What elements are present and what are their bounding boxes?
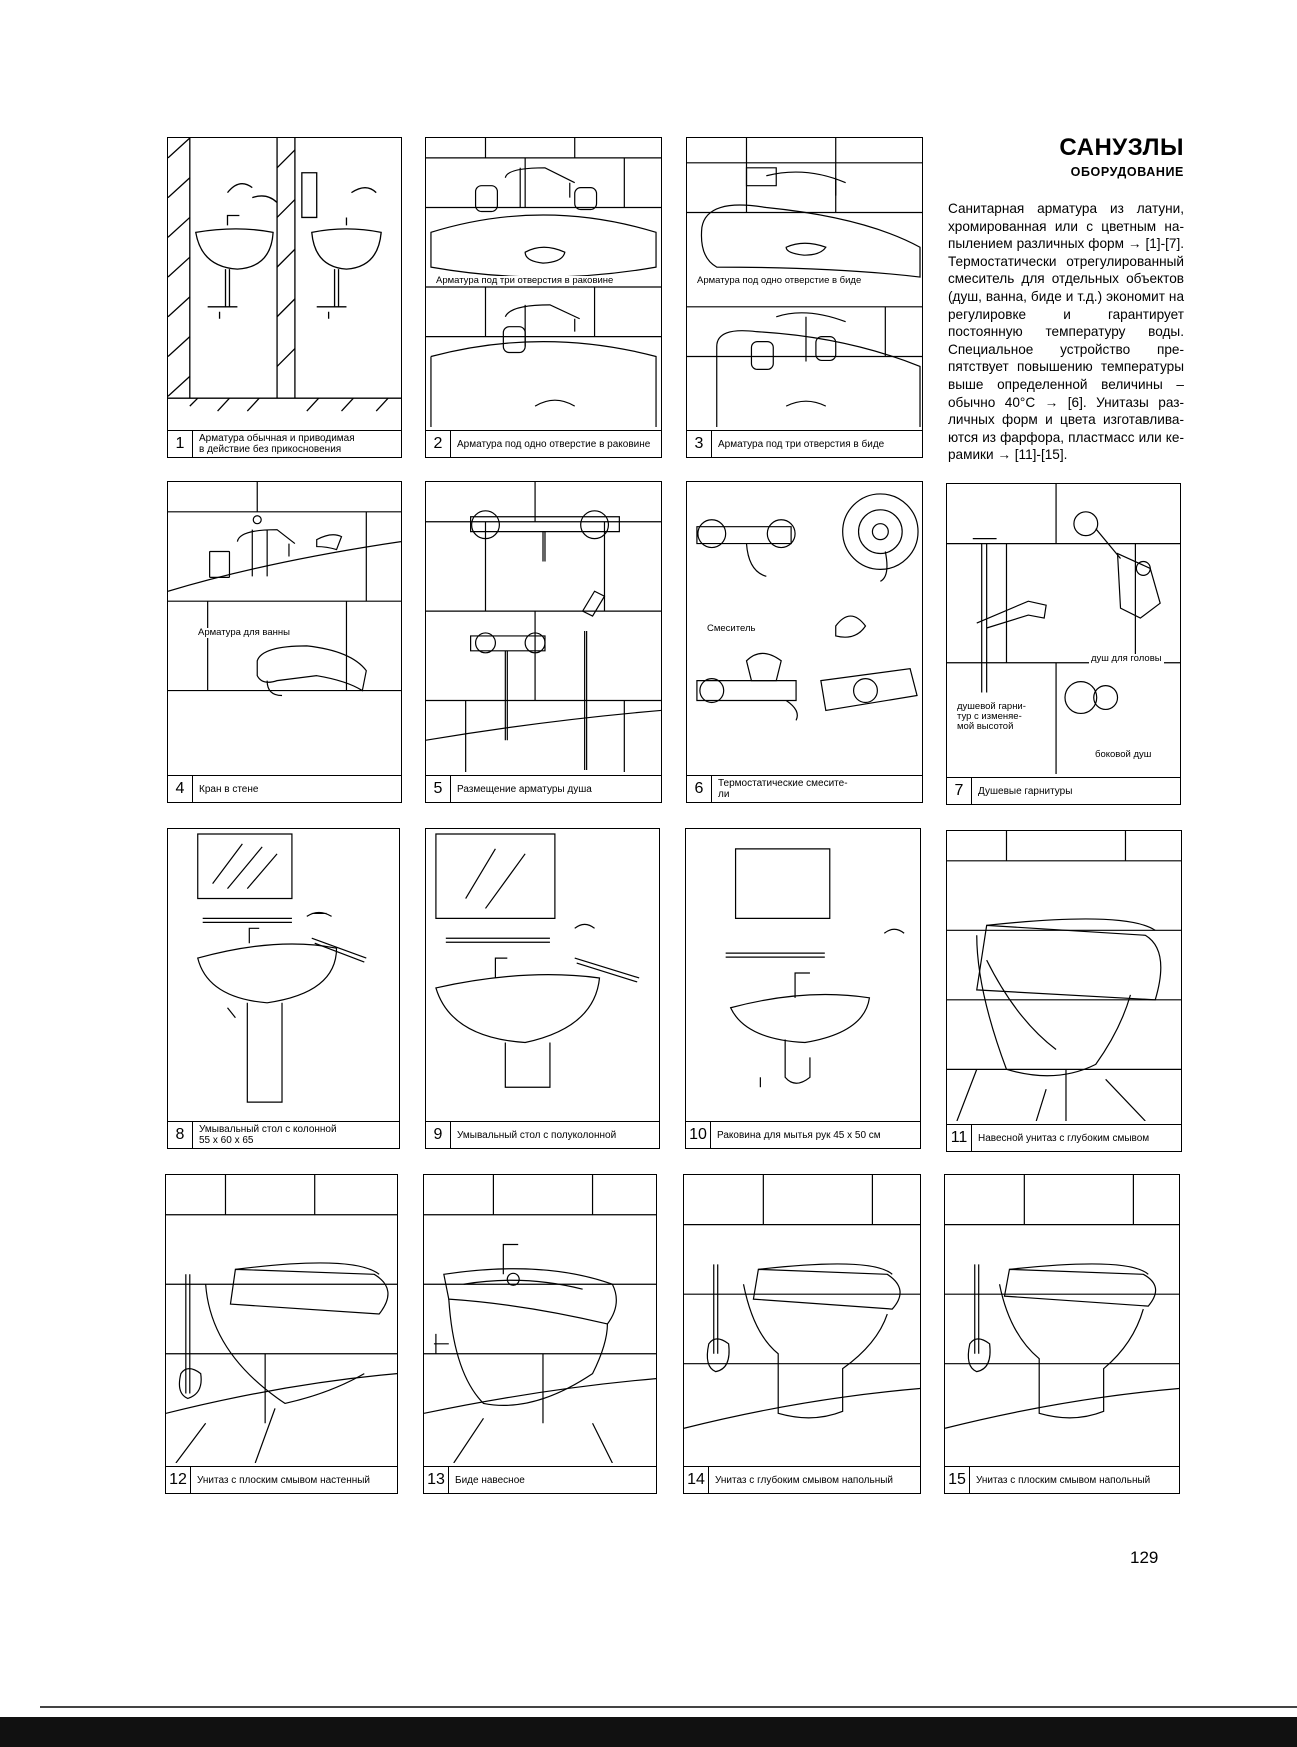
figure-6-label: Смеситель <box>705 623 758 634</box>
figure-caption-text: Кран в стене <box>199 783 259 795</box>
figure-14: 14 Унитаз с глубоким смывом напольный <box>683 1174 921 1494</box>
figure-caption-text: Термостатические смесите- ли <box>718 778 848 800</box>
figure-9: 9 Умывальный стол с полуколонной <box>425 828 660 1149</box>
page-subtitle: ОБОРУДОВАНИЕ <box>1070 165 1184 179</box>
figure-caption-text: Размещение арматуры душа <box>457 783 592 795</box>
figure-caption-text: Душевые гарнитуры <box>978 785 1073 797</box>
figure-15-caption: 15 Унитаз с плоским смывом напольный <box>945 1466 1179 1493</box>
figure-6: Смеситель 6 Термостатические смесите- ли <box>686 481 923 803</box>
figure-5-caption: 5 Размещение арматуры душа <box>426 775 661 802</box>
figure-number: 10 <box>686 1122 711 1148</box>
figure-14-caption: 14 Унитаз с глубоким смывом напольный <box>684 1466 920 1493</box>
figure-3-caption: 3 Арматура под три отверстия в биде <box>687 430 922 457</box>
figure-1: 1 Арматура обычная и приводимая в действ… <box>167 137 402 458</box>
figure-12-drawing <box>166 1175 397 1463</box>
figure-number: 1 <box>168 431 193 457</box>
figure-6-caption: 6 Термостатические смесите- ли <box>687 775 922 802</box>
figure-number: 6 <box>687 776 712 802</box>
figure-4: Арматура для ванны 4 Кран в стене <box>167 481 402 803</box>
figure-caption-text: Биде навесное <box>455 1474 525 1486</box>
figure-caption-text: Унитаз с плоским смывом настенный <box>197 1474 371 1486</box>
figure-caption-text: Арматура под три отверстия в биде <box>718 438 885 450</box>
figure-number: 5 <box>426 776 451 802</box>
figure-number: 12 <box>166 1467 191 1493</box>
figure-caption-text: Унитаз с плоским смывом напольный <box>976 1474 1151 1486</box>
figure-7-caption: 7 Душевые гарнитуры <box>947 777 1180 804</box>
figure-7-drawing <box>947 484 1180 774</box>
figure-caption-text: Умывальный стол с полуколонной <box>457 1129 617 1141</box>
figure-4-drawing <box>168 482 401 772</box>
figure-1-drawing <box>168 138 401 427</box>
figure-10: 10 Раковина для мытья рук 45 x 50 см <box>685 828 921 1149</box>
figure-number: 11 <box>947 1125 972 1151</box>
figure-7-label-rail: душевой гарни- тур с изменяе- мой высото… <box>955 701 1028 732</box>
figure-10-caption: 10 Раковина для мытья рук 45 x 50 см <box>686 1121 920 1148</box>
figure-4-caption: 4 Кран в стене <box>168 775 401 802</box>
figure-2: Арматура под три отверстия в раковине 2 … <box>425 137 662 458</box>
figure-3-drawing <box>687 138 922 427</box>
figure-11-drawing <box>947 831 1181 1121</box>
figure-5: 5 Размещение арматуры душа <box>425 481 662 803</box>
figure-4-label: Арматура для ванны <box>196 627 292 638</box>
figure-caption-text: Арматура под одно отверстие в раковине <box>457 438 651 450</box>
figure-9-drawing <box>426 829 659 1118</box>
figure-number: 4 <box>168 776 193 802</box>
figure-8-caption: 8 Умывальный стол с колонной 55 x 60 x 6… <box>168 1121 399 1148</box>
figure-14-drawing <box>684 1175 920 1463</box>
figure-13-caption: 13 Биде навесное <box>424 1466 656 1493</box>
figure-11: 11 Навесной унитаз с глубоким смывом <box>946 830 1182 1152</box>
figure-number: 9 <box>426 1122 451 1148</box>
scan-bottom-edge <box>0 1717 1297 1747</box>
figure-1-caption: 1 Арматура обычная и приводимая в действ… <box>168 430 401 457</box>
figure-8-drawing <box>168 829 399 1118</box>
figure-number: 15 <box>945 1467 970 1493</box>
figure-6-drawing <box>687 482 922 772</box>
figure-caption-text: Навесной унитаз с глубоким смывом <box>978 1132 1150 1144</box>
figure-number: 2 <box>426 431 451 457</box>
figure-15-drawing <box>945 1175 1179 1463</box>
figure-number: 7 <box>947 778 972 804</box>
figure-10-drawing <box>686 829 920 1118</box>
figure-number: 14 <box>684 1467 709 1493</box>
figure-caption-text: Раковина для мытья рук 45 x 50 см <box>717 1129 881 1141</box>
bottom-edge-line <box>40 1706 1297 1708</box>
figure-caption-text: Унитаз с глубоким смывом напольный <box>715 1474 894 1486</box>
figure-13-drawing <box>424 1175 656 1463</box>
figure-2-caption: 2 Арматура под одно отверстие в раковине <box>426 430 661 457</box>
body-text: Санитарная арматура из латуни, хромирова… <box>948 201 1184 463</box>
figure-caption-text: Арматура обычная и приводимая в действие… <box>199 433 355 455</box>
figure-caption-text: Умывальный стол с колонной 55 x 60 x 65 <box>199 1124 337 1146</box>
figure-number: 3 <box>687 431 712 457</box>
figure-3: Арматура под одно отверстие в биде 3 Арм… <box>686 137 923 458</box>
figure-2-label: Арматура под три отверстия в раковине <box>434 275 616 286</box>
page-number: 129 <box>1130 1548 1159 1567</box>
page-title: САНУЗЛЫ <box>1059 134 1184 161</box>
figure-7-label-side: боковой душ <box>1093 749 1154 760</box>
page-heading: САНУЗЛЫ ОБОРУДОВАНИЕ <box>948 134 1184 179</box>
figure-15: 15 Унитаз с плоским смывом напольный <box>944 1174 1180 1494</box>
figure-number: 8 <box>168 1122 193 1148</box>
figure-9-caption: 9 Умывальный стол с полуколонной <box>426 1121 659 1148</box>
figure-13: 13 Биде навесное <box>423 1174 657 1494</box>
figure-3-label: Арматура под одно отверстие в биде <box>695 275 864 286</box>
figure-12: 12 Унитаз с плоским смывом настенный <box>165 1174 398 1494</box>
figure-2-drawing <box>426 138 661 427</box>
figure-12-caption: 12 Унитаз с плоским смывом настенный <box>166 1466 397 1493</box>
figure-8: 8 Умывальный стол с колонной 55 x 60 x 6… <box>167 828 400 1149</box>
figure-number: 13 <box>424 1467 449 1493</box>
figure-11-caption: 11 Навесной унитаз с глубоким смывом <box>947 1124 1181 1151</box>
figure-7-label-head: душ для головы <box>1089 653 1164 664</box>
figure-5-drawing <box>426 482 661 772</box>
figure-7: душ для головы душевой гарни- тур с изме… <box>946 483 1181 805</box>
